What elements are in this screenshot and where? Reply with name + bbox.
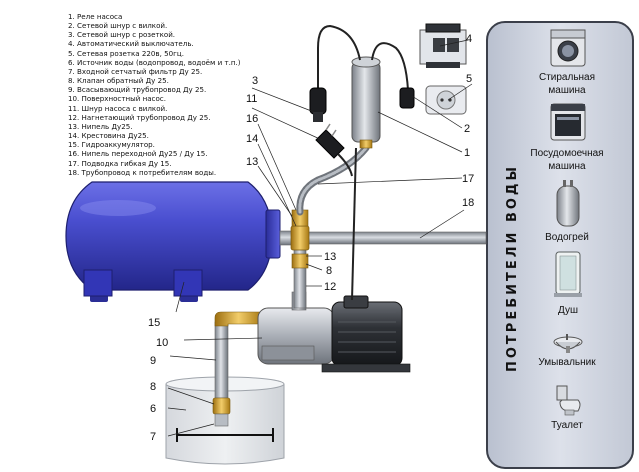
callout-10: 10 [156,337,168,349]
suction-pipe [214,321,229,399]
callout-18: 18 [462,197,474,209]
legend-item: 6. Источник воды (водопровод, водоём и т… [68,57,241,67]
cord-socket [309,87,327,122]
circuit-breaker [419,23,467,68]
consumers-title: ПОТРЕБИТЕЛИ ВОДЫ [505,164,520,372]
legend-item: 18. Трубопровод к потребителям воды. [68,167,217,177]
legend-item: 3. Сетевой шнур с розеткой. [68,30,176,40]
dishwasher-label-line2: машина [548,161,586,172]
callout-8-upper: 8 [326,265,332,277]
washer-label-line2: машина [548,85,586,96]
callout-12: 12 [324,281,336,293]
legend-item: 4. Автоматический выключатель. [68,39,194,49]
lower-nipple [291,253,309,269]
callout-9: 9 [150,355,156,367]
wall-socket [425,85,467,115]
shower-icon [554,251,582,297]
shower-label: Душ [558,305,578,316]
legend-item: 10. Поверхностный насос. [68,94,166,104]
legend-item: 7. Входной сетчатый фильтр Ду 25. [68,66,203,76]
legend-item: 17. Подводка гибкая Ду 15. [68,158,172,168]
legend-item: 11. Шнур насоса с вилкой. [68,103,168,113]
legend-item: 9. Всасывающий трубопровод Ду 25. [68,85,207,95]
toilet-icon [556,385,581,416]
check-valve [212,397,231,415]
callout-5: 5 [466,73,472,85]
water-heater-icon [556,180,580,227]
legend-item: 14. Крестовина Ду25. [68,131,149,141]
legend-item: 12. Нагнетающий трубопровод Ду 25. [68,112,211,122]
cross-fitting [290,225,310,251]
dishwasher-label-line1: Посудомоечная [530,148,603,159]
sink-label: Умывальник [538,357,596,368]
legend-item: 2. Сетевой шнур с вилкой. [68,21,168,31]
sink-icon [553,334,583,353]
callout-13-lower: 13 [324,251,336,263]
leader-lines [167,39,473,437]
callout-6: 6 [150,403,156,415]
pump-cable [351,147,357,301]
legend-item: 13. Нипель Ду25. [68,121,133,131]
toilet-label: Туалет [551,420,583,431]
suction-elbow [214,311,263,327]
callout-3: 3 [252,75,258,87]
heater-label: Водогрей [545,232,589,243]
callout-2: 2 [464,123,470,135]
surface-pump [257,291,411,373]
discharge-pipe [293,243,307,309]
legend-item: 8. Клапан обратный Ду 25. [68,76,169,86]
callout-7: 7 [150,431,156,443]
mains-plug [399,87,415,109]
callout-17: 17 [462,173,474,185]
legend-item: 16. Нипель переходной Ду25 / Ду 15. [68,149,208,159]
callout-15: 15 [148,317,160,329]
callout-16: 16 [246,113,258,125]
callout-14: 14 [246,133,258,145]
callout-11: 11 [246,93,257,105]
relay-cable-socket [317,24,361,88]
dishwasher-icon [550,103,586,141]
legend-item: 15. Гидроаккумулятор. [68,140,155,150]
legend-list: 1. Реле насоса 2. Сетевой шнур с вилкой.… [68,12,308,177]
hydro-accumulator-tank [65,181,281,302]
legend-item: 1. Реле насоса [68,12,123,21]
inlet-filter [214,413,229,427]
washing-machine-icon [550,29,586,67]
legend-item: 5. Сетевая розетка 220в, 50гц. [68,48,184,58]
washer-label-line1: Стиральная [539,72,595,83]
pump-cord-plug [315,123,353,177]
callout-1: 1 [464,147,470,159]
consumer-pipeline [305,231,487,245]
callout-8-lower: 8 [150,381,156,393]
relay-cable-plug [371,42,409,91]
pump-relay [351,56,381,149]
callout-4: 4 [466,33,472,45]
callout-13-upper: 13 [246,156,258,168]
consumers-panel [486,21,634,469]
